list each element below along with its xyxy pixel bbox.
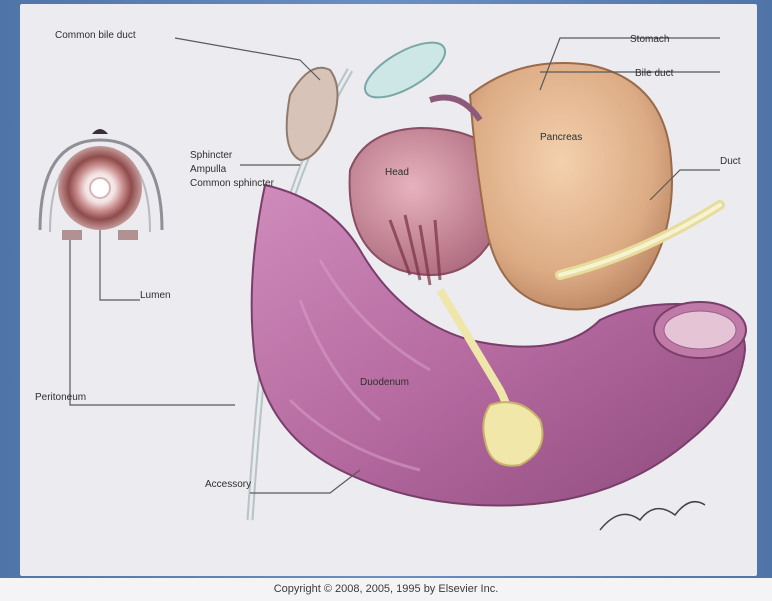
- label-sphincter-top: Sphincter: [190, 150, 233, 161]
- artist-signature: [600, 502, 705, 530]
- cross-section-inset: [40, 129, 162, 240]
- common-bile-duct: [287, 68, 338, 160]
- label-common-duct: Common bile duct: [55, 30, 136, 41]
- label-stomach-top: Stomach: [630, 34, 669, 45]
- label-accessory: Accessory: [205, 479, 251, 490]
- label-duodenum: Duodenum: [360, 377, 409, 388]
- label-lumen: Lumen: [140, 290, 171, 301]
- label-peritoneum: Peritoneum: [35, 392, 86, 403]
- label-head: Head: [385, 167, 409, 178]
- lumen-center: [90, 178, 110, 198]
- label-ampulla: Ampulla: [190, 164, 227, 175]
- label-sphincter: Common sphincter: [190, 178, 275, 189]
- label-pancreas: Pancreas: [540, 132, 582, 143]
- label-bile-duct: Bile duct: [635, 68, 674, 79]
- label-duct: Duct: [720, 156, 741, 167]
